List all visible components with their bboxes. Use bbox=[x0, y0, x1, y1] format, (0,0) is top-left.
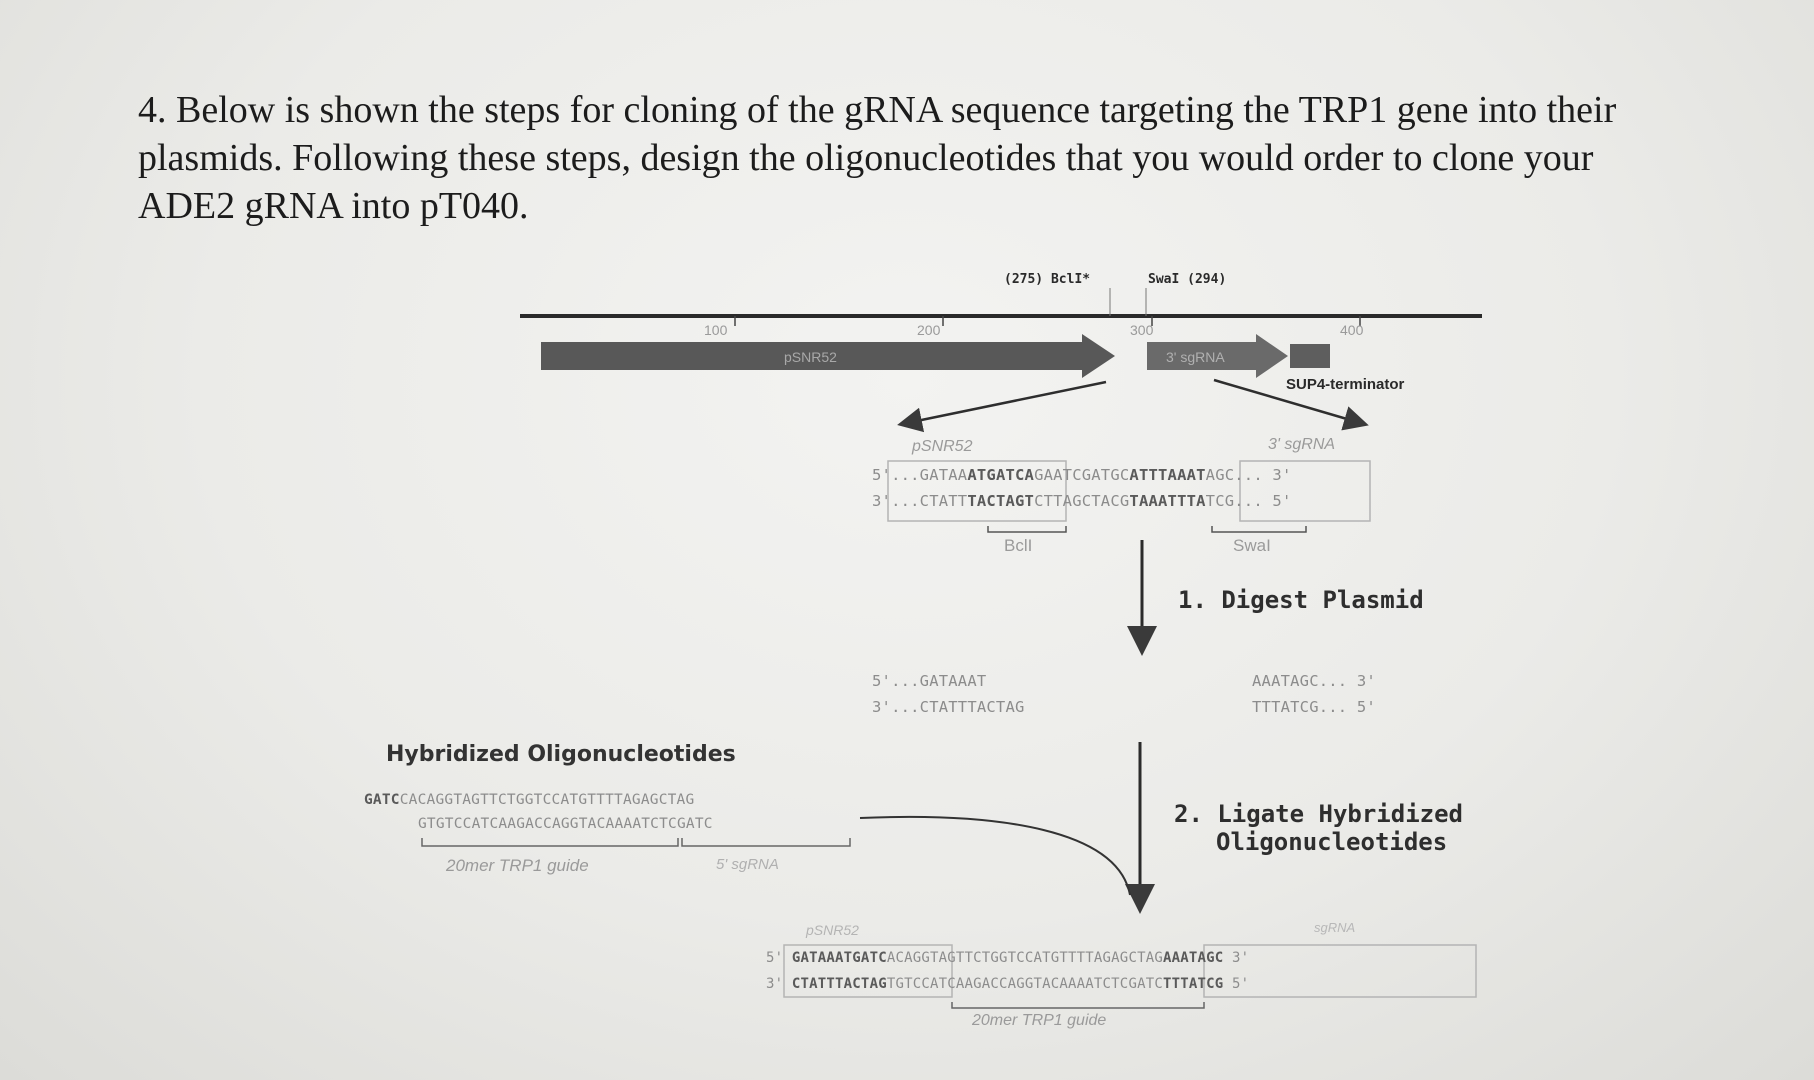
final-bottom-strand: 3' CTATTTACTAGTGTCCATCAAGACCAGGTACAAAATC… bbox=[766, 976, 1250, 992]
promoter-label: pSNR52 bbox=[784, 349, 837, 365]
swai-label: SwaI bbox=[1233, 536, 1271, 555]
final-guide-label: 20mer TRP1 guide bbox=[972, 1012, 1107, 1029]
digest-right-bottom: TTTATCG... 5' bbox=[1252, 698, 1376, 716]
tick-300: 300 bbox=[1130, 322, 1154, 338]
final-psnr52-label: pSNR52 bbox=[806, 922, 859, 938]
oligo-bottom-strand: GTGTCCATCAAGACCAGGTACAAAATCTCGATC bbox=[418, 816, 713, 832]
promoter-arrow bbox=[541, 334, 1115, 378]
psnr52-label: pSNR52 bbox=[912, 438, 973, 455]
terminator-label: SUP4-terminator bbox=[1286, 376, 1405, 393]
sgrna3-label: 3' sgRNA bbox=[1268, 436, 1336, 453]
question-line-3: ADE2 gRNA into pT040. bbox=[138, 185, 529, 227]
digest-right-top: AAATAGC... 3' bbox=[1252, 672, 1376, 690]
tick-200: 200 bbox=[917, 322, 941, 338]
terminator-block bbox=[1290, 344, 1330, 368]
final-top-strand: 5' GATAAATGATCACAGGTAGTTCTGGTCCATGTTTTAG… bbox=[766, 950, 1250, 966]
site-bottom-strand: 3'...CTATTTACTAGTCTTAGCTACGTAAATTTATCG..… bbox=[872, 492, 1292, 510]
sgrna-map-label: 3' sgRNA bbox=[1166, 349, 1225, 365]
oligos-heading: Hybridized Oligonucleotides bbox=[386, 742, 736, 767]
site-top-strand: 5'...GATAAATGATCAGAATCGATGCATTTAAATAGC..… bbox=[872, 466, 1292, 484]
swai-site-label: SwaI (294) bbox=[1148, 272, 1227, 287]
digest-left-top: 5'...GATAAAT bbox=[872, 672, 987, 690]
oligo-guide-label: 20mer TRP1 guide bbox=[446, 856, 589, 875]
digest-left-bottom: 3'...CTATTTACTAG bbox=[872, 698, 1025, 716]
step-2-label-line2: Oligonucleotides bbox=[1216, 828, 1448, 856]
tick-400: 400 bbox=[1340, 322, 1364, 338]
bcli-site-label: (275) BclI* bbox=[1004, 272, 1091, 287]
sgrna-arrow bbox=[1147, 334, 1288, 378]
tick-100: 100 bbox=[704, 322, 728, 338]
question-line-1: 4. Below is shown the steps for cloning … bbox=[138, 89, 1617, 131]
bcli-label: BclI bbox=[1004, 536, 1033, 555]
oligo-sgrna-label: 5' sgRNA bbox=[716, 856, 779, 873]
final-sgrna-label: sgRNA bbox=[1314, 920, 1356, 935]
oligo-top-strand: GATCCACAGGTAGTTCTGGTCCATGTTTTAGAGCTAG bbox=[364, 792, 695, 808]
question-text: 4. Below is shown the steps for cloning … bbox=[138, 86, 1728, 230]
step-1-label: 1. Digest Plasmid bbox=[1178, 586, 1424, 614]
question-line-2: plasmids. Following these steps, design … bbox=[138, 137, 1594, 179]
step-2-label-line1: 2. Ligate Hybridized bbox=[1174, 800, 1463, 828]
